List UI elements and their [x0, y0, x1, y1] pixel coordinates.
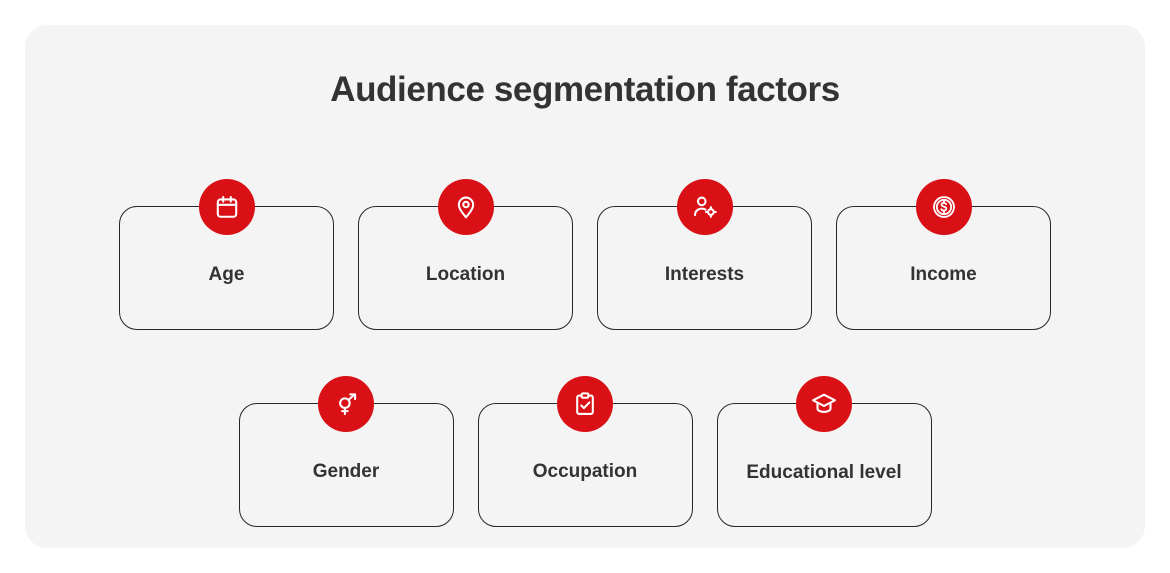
graduation-cap-icon [796, 376, 852, 432]
factor-card-location[interactable]: Location [358, 179, 573, 330]
clipboard-check-icon [557, 376, 613, 432]
factor-card-occupation[interactable]: Occupation [477, 376, 693, 527]
cards-container: Age Location [25, 179, 1145, 527]
infographic-panel: Audience segmentation factors Age [25, 25, 1145, 548]
factor-card-label: Age [208, 264, 245, 286]
user-gear-icon [676, 179, 733, 235]
factor-card-label: Gender [312, 461, 380, 483]
dollar-coin-icon [915, 179, 972, 235]
map-pin-icon [437, 179, 494, 235]
factor-card-educational-level[interactable]: Educational level [716, 376, 932, 527]
factor-card-label: Location [425, 264, 506, 286]
factor-card-age[interactable]: Age [119, 179, 334, 330]
factor-card-label: Interests [664, 264, 745, 286]
factor-card-income[interactable]: Income [836, 179, 1051, 330]
gender-symbol-icon [318, 376, 374, 432]
card-row-2: Gender Occupation [25, 376, 1145, 527]
factor-card-label: Occupation [532, 461, 638, 483]
factor-card-label: Income [910, 264, 977, 286]
calendar-icon [198, 179, 255, 235]
factor-card-interests[interactable]: Interests [597, 179, 812, 330]
card-row-1: Age Location [25, 179, 1145, 330]
page-title: Audience segmentation factors [330, 70, 840, 109]
factor-card-gender[interactable]: Gender [238, 376, 454, 527]
factor-card-label: Educational level [746, 462, 902, 484]
